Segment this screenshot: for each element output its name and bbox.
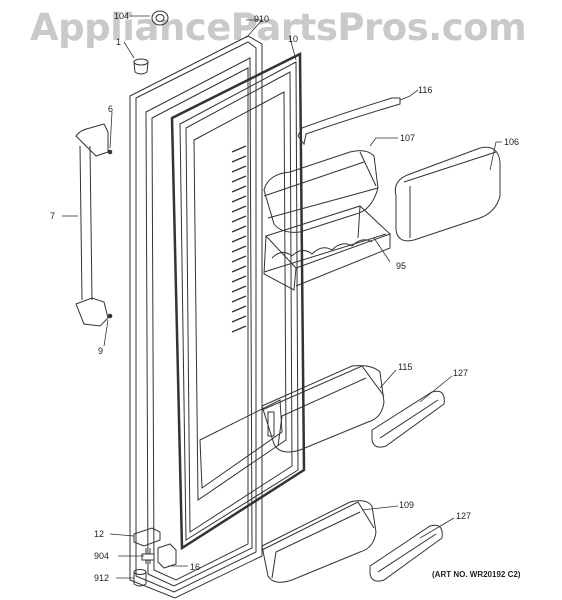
callout-116: 116 xyxy=(418,85,433,95)
part-904-pin xyxy=(141,548,155,564)
callout-6: 6 xyxy=(108,104,114,114)
callout-115: 115 xyxy=(398,362,413,372)
callout-107: 107 xyxy=(400,133,416,143)
callout-904: 904 xyxy=(94,551,110,561)
part-106-cover xyxy=(394,146,501,242)
part-16-bracket xyxy=(157,543,177,569)
part-9-screw xyxy=(107,313,113,319)
callout-109: 109 xyxy=(399,500,415,510)
watermark-logo: AppliancePartsPros.com xyxy=(30,6,527,49)
callout-912: 912 xyxy=(94,573,110,583)
callout-10: 10 xyxy=(288,34,299,44)
liner-ribs xyxy=(231,145,247,333)
callout-104: 104 xyxy=(114,11,130,21)
callout-1: 1 xyxy=(116,37,122,47)
part-104-grommet xyxy=(151,10,169,26)
part-12-hinge-cover xyxy=(133,527,161,547)
leader-lines xyxy=(62,15,502,579)
callout-127-upper: 127 xyxy=(453,368,469,378)
part-95-wire-rack xyxy=(263,205,391,291)
part-912-bushing xyxy=(133,569,147,587)
part-127-cover-upper xyxy=(371,390,445,448)
art-number: (ART NO. WR20192 C2) xyxy=(432,570,521,579)
callout-910: 910 xyxy=(254,14,270,24)
part-107-bin xyxy=(263,150,379,233)
part-1-bushing xyxy=(133,58,149,75)
part-116-bar xyxy=(297,97,401,146)
callout-16: 16 xyxy=(190,562,201,572)
callout-127-lower: 127 xyxy=(456,511,472,521)
part-6-screw xyxy=(107,149,113,155)
callout-106: 106 xyxy=(504,137,520,147)
part-115-bin xyxy=(261,365,385,453)
callout-9: 9 xyxy=(98,346,104,356)
part-109-bin xyxy=(261,500,377,583)
callout-7: 7 xyxy=(50,211,56,221)
gasket-910 xyxy=(170,51,306,551)
part-127-cover-lower xyxy=(369,524,443,582)
callout-95: 95 xyxy=(396,261,407,271)
callout-12: 12 xyxy=(94,529,105,539)
part-7-handle xyxy=(75,123,109,327)
door-liner-10 xyxy=(179,61,299,541)
